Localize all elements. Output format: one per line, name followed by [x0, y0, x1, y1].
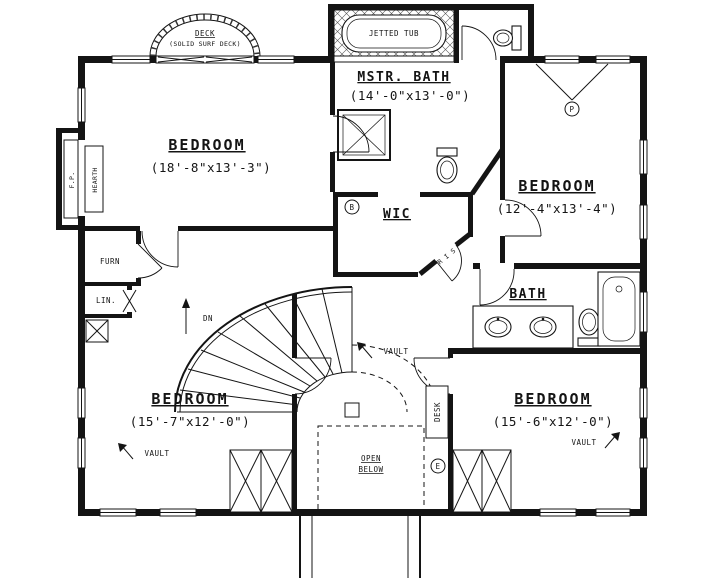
tub-platform-edge: [333, 55, 455, 63]
svg-text:BELOW: BELOW: [358, 465, 383, 474]
wc-door-arc: [461, 25, 497, 61]
svg-text:VAULT: VAULT: [571, 438, 596, 447]
room-wic: WIC R I S B: [344, 199, 462, 282]
open-below: OPEN BELOW: [317, 425, 425, 511]
window: [99, 508, 137, 517]
window: [639, 204, 648, 240]
room-master-bedroom: BEDROOM (18'-8"x13'-3"): [141, 136, 271, 268]
window: [111, 55, 151, 64]
closet-bottom-left: [229, 449, 293, 513]
window: [595, 55, 631, 64]
bathtub-icon: [597, 271, 641, 347]
furnace-label: FURN: [100, 257, 120, 266]
down-arrow: [182, 298, 190, 334]
bath-label: BATH: [509, 287, 546, 302]
svg-text:P: P: [569, 105, 574, 114]
window: [595, 508, 631, 517]
furnace-door-arc: [137, 267, 163, 279]
svg-text:E: E: [435, 462, 440, 471]
window: [639, 291, 648, 333]
deck: DECK (SOLID SURF DECK): [149, 13, 261, 64]
dormer-line: [535, 63, 573, 101]
toilet-bath-icon: [577, 308, 601, 347]
window: [639, 387, 648, 419]
room-bedroom-bottom-left: BEDROOM (15'-7"x12'-0") VAULT: [118, 357, 332, 513]
linen-label: LIN.: [96, 296, 116, 305]
down-label: DN: [203, 314, 213, 323]
windows: [77, 55, 648, 517]
window: [639, 437, 648, 469]
window: [544, 55, 580, 64]
room-bedroom-bottom-right: BEDROOM (15'-6"x12'-0") VAULT: [413, 357, 620, 513]
bath-door-arc: [479, 268, 515, 306]
bedroom-bl-label: BEDROOM: [151, 390, 228, 408]
room-master-bath: MSTR. BATH (14'-0"x13'-0"): [332, 70, 470, 184]
furnace-closet: FURN: [100, 243, 163, 279]
desk-label: DESK: [433, 402, 442, 422]
bedroom-bl-door-arc: [294, 357, 332, 395]
master-bath-label: MSTR. BATH: [357, 70, 450, 85]
window: [159, 508, 197, 517]
bedroom-bl-dims: (15'-7"x12'-0"): [130, 414, 250, 429]
fireplace: F.P. HEARTH: [56, 128, 104, 230]
vault-note-right: VAULT: [571, 432, 620, 449]
interior-walls: [85, 61, 647, 516]
svg-text:VAULT: VAULT: [383, 347, 408, 356]
toilet-master-icon: [436, 147, 458, 184]
toilet-wc-icon: [492, 25, 522, 51]
master-bedroom-label: BEDROOM: [168, 136, 245, 154]
master-bedroom-door-arc: [141, 230, 179, 268]
water-closet: [461, 25, 522, 61]
svg-text:B: B: [349, 203, 354, 212]
window: [539, 508, 577, 517]
bedroom-right-door-arc: [504, 199, 542, 237]
window: [77, 437, 86, 469]
window: [77, 87, 86, 123]
newel-post: [344, 402, 360, 418]
hearth-slab: [84, 145, 104, 213]
deck-label: DECK: [195, 29, 215, 38]
light-symbol-b: B: [344, 199, 360, 215]
wic-label: WIC: [383, 207, 411, 222]
staircase: DN: [174, 286, 438, 418]
room-bedroom-right: BEDROOM (12'-4"x13'-4") P: [497, 63, 617, 237]
window: [639, 139, 648, 175]
shower-icon: [337, 109, 391, 161]
sink-right-icon: [529, 316, 557, 338]
fireplace-label: F.P.: [68, 172, 76, 189]
sink-left-icon: [484, 316, 512, 338]
symbol-e: E: [430, 458, 446, 474]
bedroom-right-dims: (12'-4"x13'-4"): [497, 201, 617, 216]
master-bedroom-dims: (18'-8"x13'-3"): [151, 160, 271, 175]
porch-below: [299, 516, 421, 578]
desk-nook: DESK: [425, 385, 449, 439]
deck-sublabel: (SOLID SURF DECK): [169, 40, 241, 48]
vault-arc: [351, 371, 408, 413]
svg-text:OPEN: OPEN: [361, 454, 381, 463]
jetted-tub: JETTED TUB: [333, 9, 455, 63]
risers-label: R I S: [436, 247, 457, 266]
vault-note-center: VAULT: [357, 342, 408, 359]
dormer-line: [571, 63, 609, 101]
master-bath-door-arc: [332, 115, 370, 153]
deck-door: [155, 55, 255, 64]
vault-arc: [351, 344, 438, 413]
linen-closet: LIN.: [96, 289, 137, 313]
vault-note-left: VAULT: [118, 443, 169, 460]
closet-bottom-right: [452, 449, 512, 513]
bedroom-right-label: BEDROOM: [518, 177, 595, 195]
chase-box: [85, 319, 109, 343]
room-bath: BATH: [472, 268, 641, 349]
bedroom-br-label: BEDROOM: [514, 390, 591, 408]
bedroom-br-dims: (15'-6"x12'-0"): [493, 414, 613, 429]
jetted-tub-label: JETTED TUB: [369, 29, 419, 38]
hearth-label: HEARTH: [91, 167, 99, 192]
wic-door-arc: [451, 244, 462, 282]
window: [77, 387, 86, 419]
window: [257, 55, 295, 64]
svg-text:VAULT: VAULT: [144, 449, 169, 458]
symbol-p: P: [564, 101, 580, 117]
master-bath-dims: (14'-0"x13'-0"): [350, 88, 470, 103]
